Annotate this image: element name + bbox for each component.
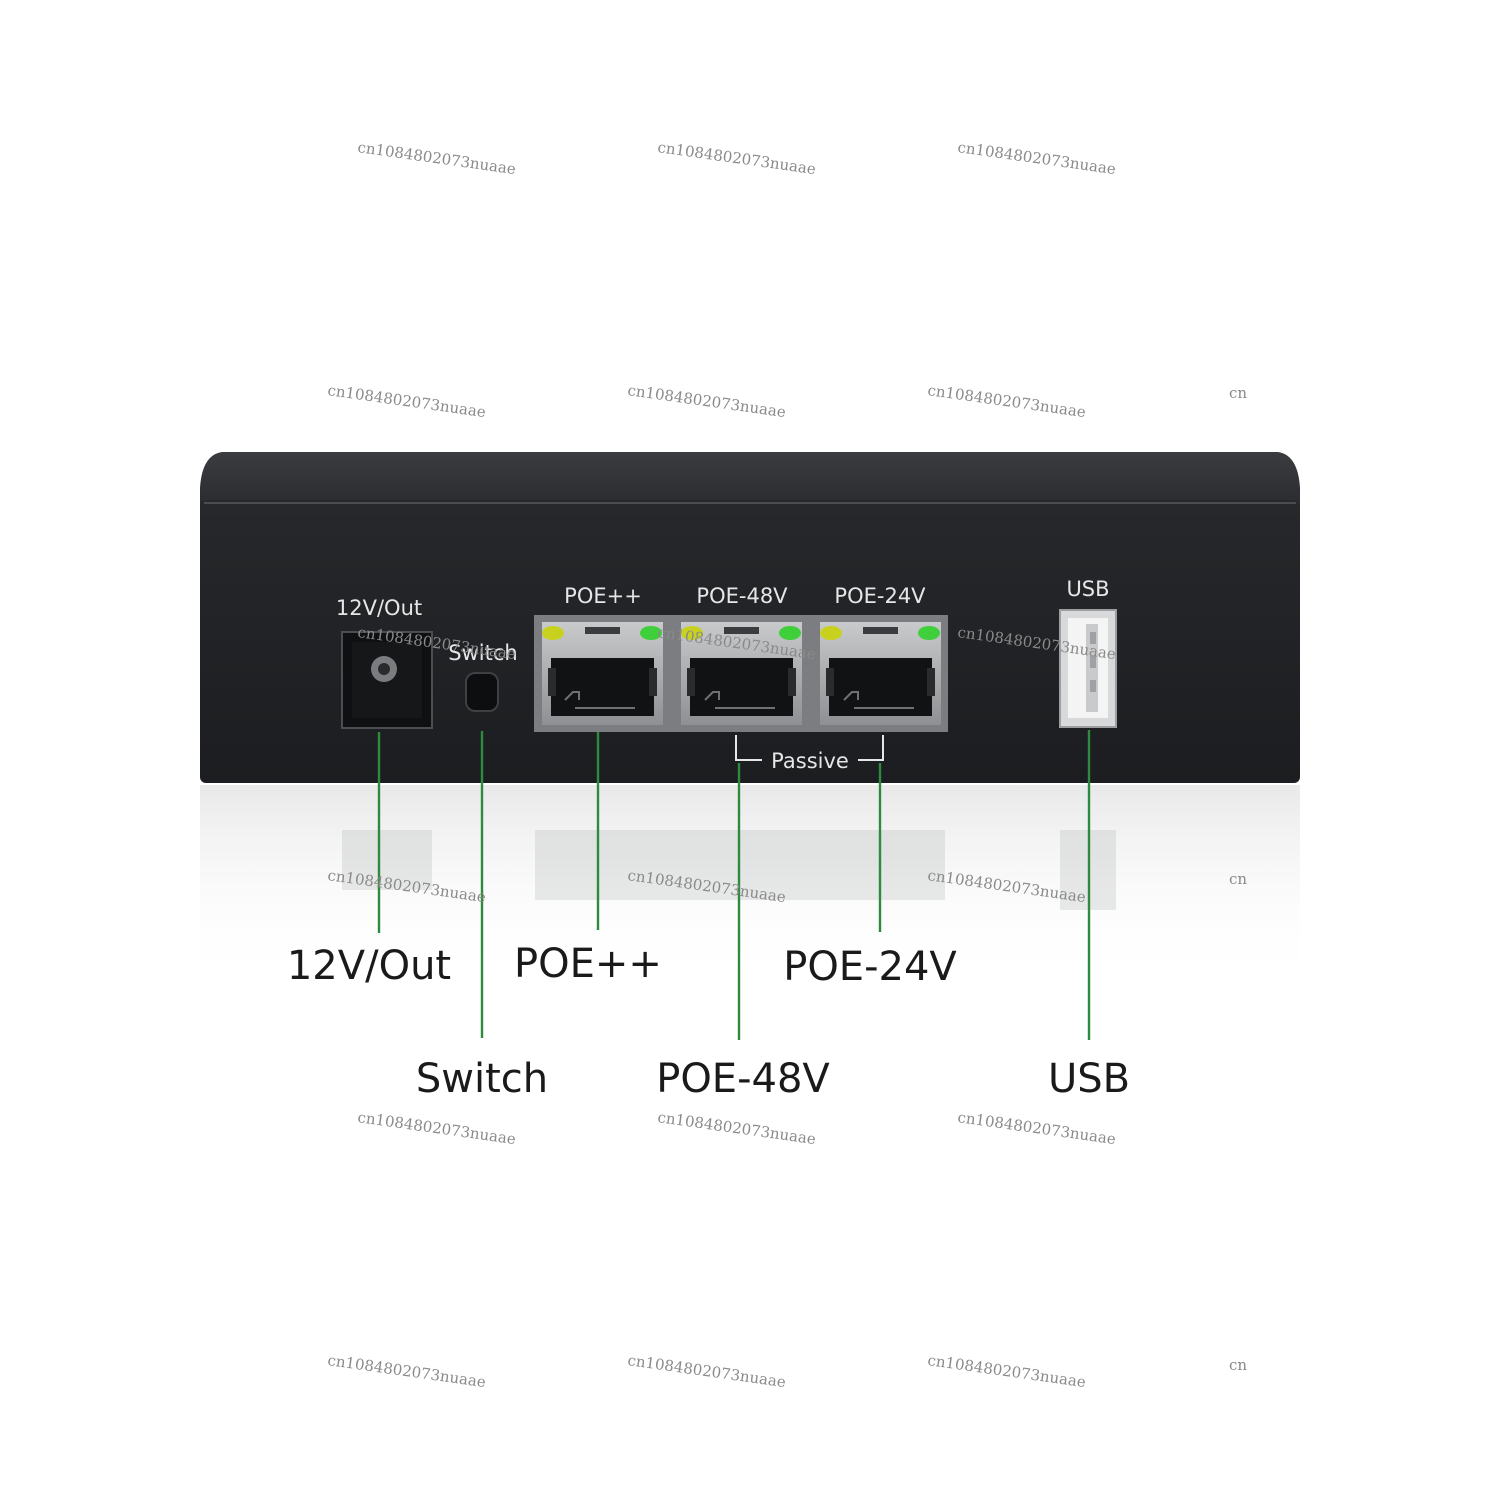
watermark-edge: cn xyxy=(1229,384,1247,402)
watermark: cn1084802073nuaae xyxy=(956,138,1117,178)
watermark-edge: cn xyxy=(1229,1356,1247,1374)
watermark-edge: cn xyxy=(1229,870,1247,888)
device-label-poe-24v: POE-24V xyxy=(834,584,926,608)
watermark: cn1084802073nuaae xyxy=(626,1351,787,1391)
device-label-usb: USB xyxy=(1066,577,1109,601)
device-label-dc: 12V/Out xyxy=(336,596,422,620)
watermark: cn1084802073nuaae xyxy=(626,381,787,421)
device-reflection xyxy=(200,785,1300,985)
watermark: cn1084802073nuaae xyxy=(956,1108,1117,1148)
callout-switch: Switch xyxy=(416,1056,548,1102)
callout-dc: 12V/Out xyxy=(287,943,451,989)
callout-poe-24v: POE-24V xyxy=(783,944,957,990)
watermark: cn1084802073nuaae xyxy=(656,1108,817,1148)
watermark: cn1084802073nuaae xyxy=(926,381,1087,421)
rj45-port-poe-24v[interactable] xyxy=(820,622,941,725)
watermark: cn1084802073nuaae xyxy=(326,381,487,421)
device-label-poe-plus: POE++ xyxy=(564,584,642,608)
switch-button[interactable] xyxy=(465,672,499,712)
watermark: cn1084802073nuaae xyxy=(926,1351,1087,1391)
callout-usb: USB xyxy=(1048,1056,1130,1102)
watermark: cn1084802073nuaae xyxy=(656,138,817,178)
rj45-port-poe-48v[interactable] xyxy=(681,622,802,725)
device-label-switch: Switch xyxy=(448,641,517,665)
passive-bracket xyxy=(735,735,884,761)
watermark: cn1084802073nuaae xyxy=(356,1108,517,1148)
rj45-port-poe-plus[interactable] xyxy=(542,622,663,725)
rj45-block xyxy=(534,615,948,732)
watermark: cn1084802073nuaae xyxy=(356,138,517,178)
watermark: cn1084802073nuaae xyxy=(326,1351,487,1391)
device-label-passive: Passive xyxy=(771,749,849,773)
callout-poe-plus: POE++ xyxy=(514,941,662,987)
dc-jack xyxy=(341,631,433,729)
device-label-poe-48v: POE-48V xyxy=(696,584,788,608)
usb-port[interactable] xyxy=(1059,609,1117,728)
callout-poe-48v: POE-48V xyxy=(656,1056,830,1102)
